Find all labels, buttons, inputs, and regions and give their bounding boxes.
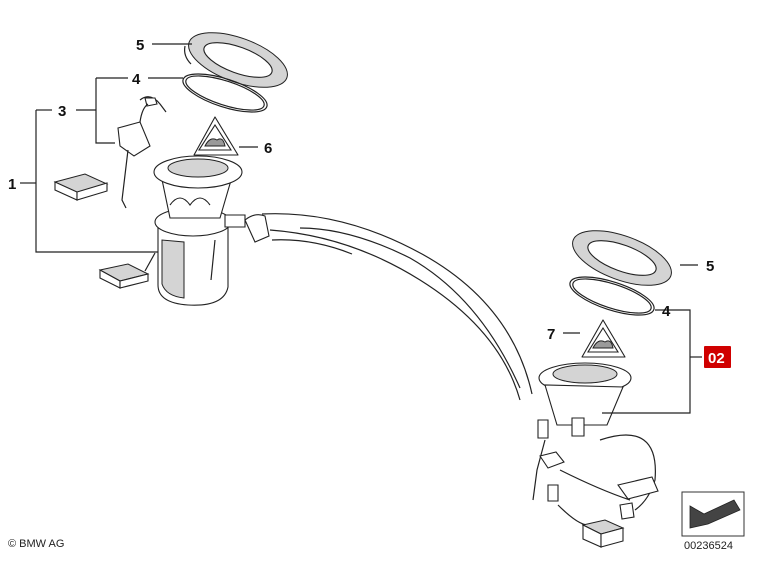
callout-02: 02 (708, 350, 725, 367)
level-sensor-3[interactable] (117, 96, 167, 209)
o-ring-4-right[interactable] (566, 269, 658, 323)
o-ring-4-left[interactable] (179, 66, 271, 120)
fuel-hoses (244, 213, 533, 401)
callout-4-upper[interactable]: 4 (132, 71, 141, 88)
callout-3[interactable]: 3 (58, 103, 66, 120)
callout-4-lower[interactable]: 4 (662, 303, 671, 320)
callout-7[interactable]: 7 (547, 326, 555, 343)
filter-pad-upper[interactable] (53, 173, 109, 201)
callout-5-upper[interactable]: 5 (136, 37, 144, 54)
arrow-shape-icon (689, 499, 741, 529)
warning-label-6[interactable] (193, 116, 239, 156)
callout-1[interactable]: 1 (8, 176, 16, 193)
ring-seal-5-left[interactable] (182, 22, 295, 99)
copyright-text: © BMW AG (8, 538, 64, 550)
filter-pad-lower[interactable] (98, 263, 150, 289)
warning-label-7[interactable] (581, 319, 626, 358)
filter-pad-right[interactable] (581, 519, 625, 548)
callout-02-highlight[interactable]: 02 (704, 346, 731, 368)
callout-5-lower[interactable]: 5 (706, 258, 714, 275)
suction-pump-module[interactable] (532, 362, 659, 526)
callout-6[interactable]: 6 (264, 140, 272, 157)
reference-icon-box (681, 491, 745, 537)
fuel-pump-module-1[interactable] (144, 155, 246, 306)
ring-seal-5-right[interactable] (566, 220, 679, 297)
leader-lines (20, 43, 702, 414)
drawing-number: 00236524 (684, 540, 733, 552)
